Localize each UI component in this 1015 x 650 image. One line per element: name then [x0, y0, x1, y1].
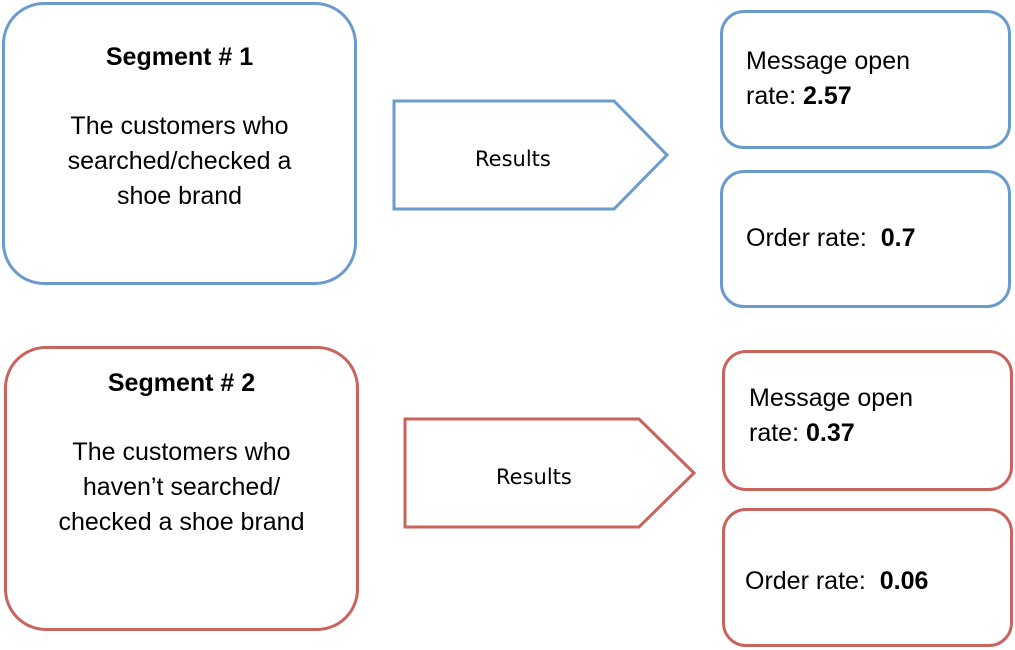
- segment-1-arrow-label: Results: [475, 147, 551, 171]
- segment-2-results-arrow: [403, 417, 697, 529]
- segment-1-description-line: The customers who: [70, 112, 289, 140]
- segment-1-order-rate-text: Order rate: 0.7: [746, 221, 916, 256]
- segment-2-open-rate-value: 0.37: [805, 419, 855, 447]
- segment-1-box: Segment # 1 The customers who searched/c…: [2, 2, 357, 285]
- segment-2-order-rate-label: Order rate:: [745, 567, 880, 595]
- segment-2-order-rate-value: 0.06: [879, 567, 929, 595]
- segment-2-description-line: haven’t searched/: [82, 473, 281, 501]
- segment-1-open-rate-text: Message open rate: 2.57: [746, 44, 910, 114]
- segment-1-open-rate-label-cont: rate:: [746, 82, 803, 110]
- segment-1-description-line: searched/checked a: [67, 147, 292, 175]
- segment-2-title: Segment # 2: [107, 369, 256, 397]
- segment-2-open-rate-text: Message open rate: 0.37: [749, 381, 913, 451]
- segment-1-order-rate-value: 0.7: [880, 224, 916, 252]
- segment-1-description: The customers who searched/checked a sho…: [5, 109, 354, 214]
- segment-1-open-rate-box: Message open rate: 2.57: [720, 10, 1011, 149]
- segment-2-open-rate-label: Message open: [749, 384, 914, 412]
- segment-2-open-rate-label-cont: rate:: [749, 419, 806, 447]
- segment-2-description-line: checked a shoe brand: [58, 508, 305, 536]
- segment-2-open-rate-box: Message open rate: 0.37: [722, 350, 1013, 491]
- segment-1-title: Segment # 1: [105, 43, 254, 71]
- segment-1-open-rate-value: 2.57: [802, 82, 852, 110]
- segment-2-order-rate-box: Order rate: 0.06: [722, 508, 1013, 647]
- segment-2-order-rate-text: Order rate: 0.06: [745, 564, 928, 599]
- segment-2-box: Segment # 2 The customers who haven’t se…: [4, 346, 359, 631]
- segment-1-order-rate-label: Order rate:: [746, 224, 881, 252]
- segment-1-open-rate-label: Message open: [746, 47, 911, 75]
- segment-1-results-arrow: [392, 99, 670, 211]
- segment-1-description-line: shoe brand: [116, 182, 243, 210]
- segment-1-order-rate-box: Order rate: 0.7: [720, 170, 1011, 308]
- segment-2-description: The customers who haven’t searched/ chec…: [7, 435, 356, 540]
- segment-2-description-line: The customers who: [72, 438, 291, 466]
- segment-2-arrow-label: Results: [496, 465, 572, 489]
